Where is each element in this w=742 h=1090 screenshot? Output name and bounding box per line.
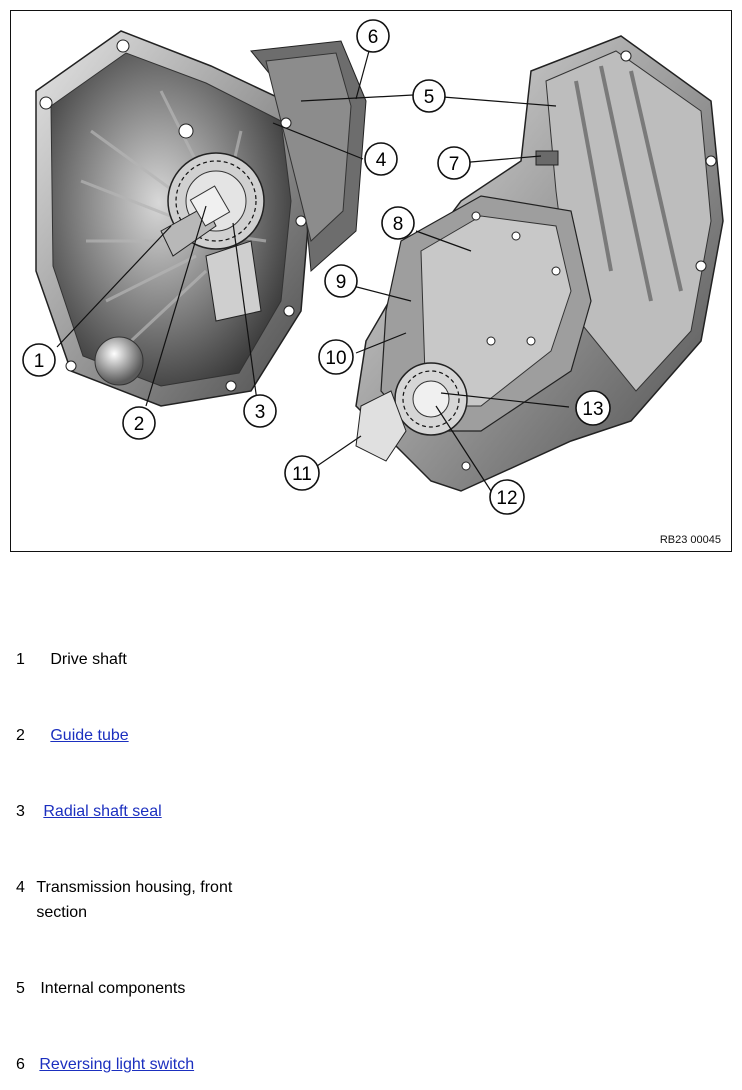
legend-text-line2: section — [36, 904, 88, 921]
svg-text:3: 3 — [255, 402, 266, 423]
legend-number: 3 — [16, 803, 25, 820]
callout-8: 8 — [381, 206, 415, 240]
svg-text:11: 11 — [292, 464, 312, 485]
left-transmission — [35, 30, 367, 407]
transmission-illustration: 1 2 3 4 5 6 7 8 — [22, 19, 724, 515]
callout-10: 10 — [318, 339, 354, 375]
svg-text:4: 4 — [376, 150, 387, 171]
svg-text:8: 8 — [393, 214, 404, 235]
legend-item-3: 3 Radial shaft seal — [16, 799, 162, 824]
svg-text:6: 6 — [368, 27, 379, 48]
legend-number: 6 — [16, 1056, 25, 1073]
legend-number: 2 — [16, 727, 25, 744]
legend-number: 4 — [16, 879, 25, 896]
figure-code: RB23 00045 — [659, 534, 721, 546]
legend-item-2: 2 Guide tube — [16, 723, 129, 748]
svg-text:13: 13 — [582, 399, 603, 420]
callout-3: 3 — [243, 394, 277, 428]
callout-7: 7 — [437, 146, 471, 180]
svg-text:5: 5 — [424, 87, 435, 108]
reversing-light-switch-link[interactable]: Reversing light switch — [39, 1056, 195, 1073]
right-transmission — [355, 35, 724, 492]
transmission-diagram: 1 2 3 4 5 6 7 8 — [10, 10, 732, 552]
callout-13: 13 — [575, 390, 611, 426]
callout-2: 2 — [122, 406, 156, 440]
legend-number: 1 — [16, 651, 25, 668]
callout-1: 1 — [22, 343, 56, 377]
leader-lines — [56, 50, 570, 492]
svg-text:2: 2 — [134, 414, 145, 435]
legend-item-1: 1 Drive shaft — [16, 647, 127, 672]
guide-tube-link[interactable]: Guide tube — [50, 727, 129, 744]
legend-item-6: 6 Reversing light switch — [16, 1052, 194, 1077]
legend-item-5: 5 Internal components — [16, 976, 185, 1001]
legend-text: Internal components — [40, 980, 186, 997]
svg-text:9: 9 — [336, 272, 347, 293]
callout-9: 9 — [324, 264, 358, 298]
legend-text-line1: Transmission housing, front — [36, 879, 233, 896]
svg-text:12: 12 — [496, 488, 517, 509]
callout-11: 11 — [284, 455, 320, 491]
legend-text: Drive shaft — [50, 651, 127, 668]
svg-text:1: 1 — [34, 351, 45, 372]
callout-5: 5 — [412, 79, 446, 113]
svg-text:7: 7 — [449, 154, 460, 175]
callout-6: 6 — [356, 19, 390, 53]
svg-text:10: 10 — [325, 348, 346, 369]
legend-number: 5 — [16, 980, 25, 997]
callout-12: 12 — [489, 479, 525, 515]
radial-shaft-seal-link[interactable]: Radial shaft seal — [43, 803, 162, 820]
callout-4: 4 — [364, 142, 398, 176]
legend-item-4: 4 Transmission housing, front section — [16, 875, 232, 925]
